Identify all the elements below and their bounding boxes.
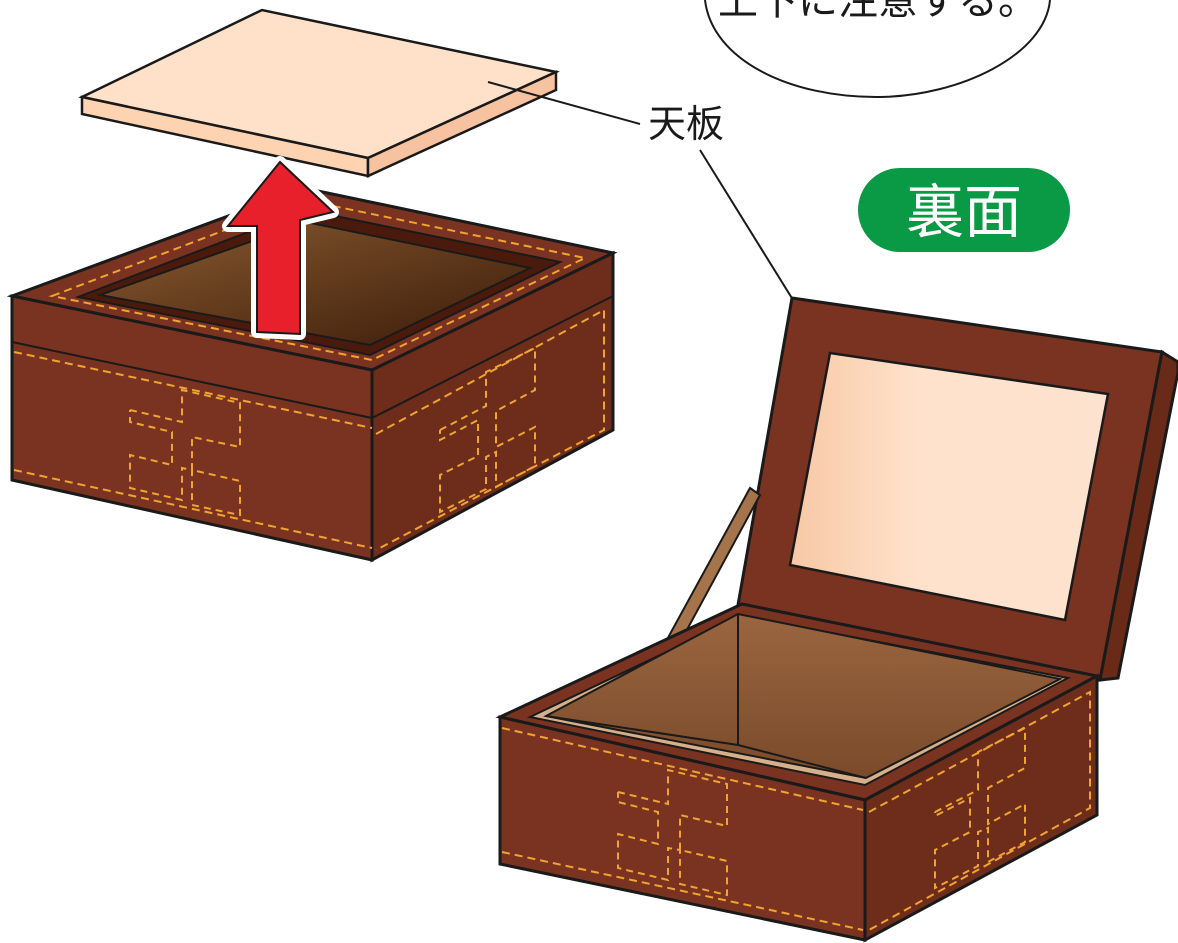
- back-side-badge-text: 裏面: [906, 178, 1022, 246]
- right-open-box: [495, 296, 1178, 943]
- left-box: [6, 186, 618, 563]
- speech-bubble-text: 上下に注意する。: [718, 0, 1038, 24]
- speech-bubble: 上下に注意する。: [704, 0, 1051, 99]
- top-plate: [78, 8, 560, 178]
- lift-arrow-icon: [222, 156, 339, 340]
- top-plate-label: 天板: [648, 102, 724, 146]
- back-side-badge: 裏面: [858, 168, 1070, 252]
